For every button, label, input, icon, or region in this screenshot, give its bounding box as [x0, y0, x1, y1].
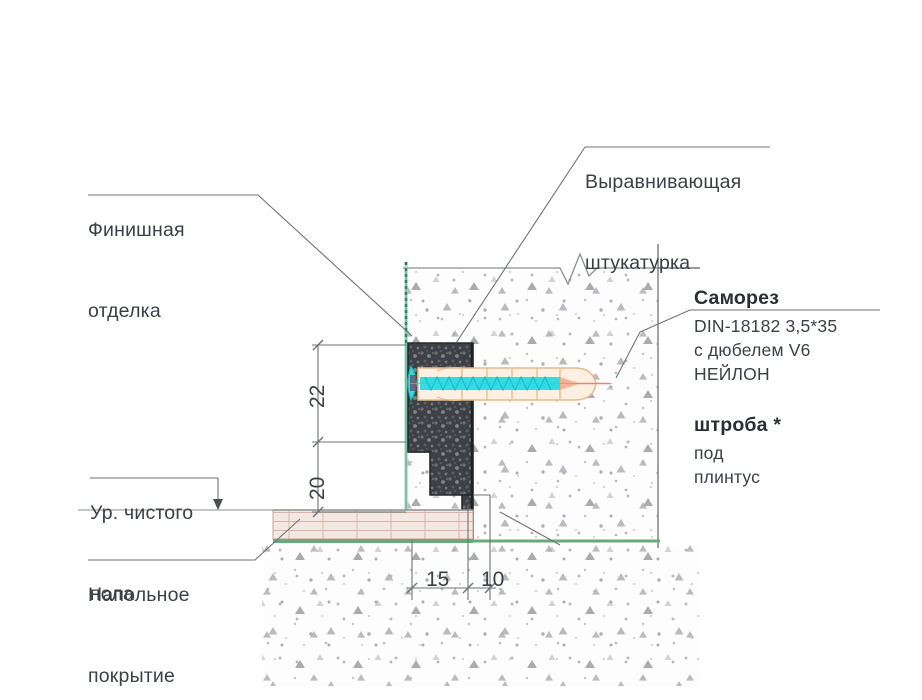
label-finish: Финишная отделка	[88, 163, 185, 378]
label-plaster-line2: штукатурка	[585, 251, 691, 274]
callout-screw-line1: DIN-18182 3,5*35	[694, 315, 838, 336]
label-finish-line2: отделка	[88, 299, 161, 322]
callout-groove: штроба * под плинтус	[694, 412, 781, 489]
plaster-layer	[404, 262, 408, 540]
screw-assembly	[407, 364, 612, 402]
callout-groove-heading: штроба *	[694, 414, 782, 436]
label-floor-level: Ур. чистого пола	[90, 446, 193, 661]
floor-covering	[272, 509, 474, 543]
dimension-vertical-upper: 22	[306, 384, 329, 408]
wall-boundary-line	[657, 244, 700, 548]
label-finish-line1: Финишная	[88, 218, 185, 241]
label-plaster-line1: Выравнивающая	[585, 170, 742, 193]
callout-screw-line2: с дюбелем V6	[694, 340, 811, 361]
callout-screw-line3: НЕЙЛОН	[694, 364, 770, 385]
dimension-horizontal-right: 10	[481, 568, 505, 591]
callout-screw: Саморез DIN-18182 3,5*35 с дюбелем V6 НЕ…	[694, 285, 837, 386]
label-floor-covering: Напольное покрытие	[88, 528, 190, 700]
callout-screw-heading: Саморез	[694, 287, 780, 309]
label-plaster: Выравнивающая штукатурка	[585, 115, 741, 330]
dimension-lines	[312, 339, 496, 600]
callout-groove-line1: под	[694, 442, 724, 463]
label-floor-level-line2: пола	[90, 582, 134, 605]
groove-outline	[473, 494, 491, 542]
leader-lines	[88, 146, 880, 561]
concrete-slab-hatch	[262, 545, 700, 686]
dimension-horizontal-left: 15	[426, 568, 450, 591]
dimension-vertical-lower: 20	[306, 476, 329, 500]
label-floor-covering-line1: Напольное	[88, 583, 190, 606]
label-floor-covering-line2: покрытие	[88, 664, 176, 687]
callout-groove-line2: плинтус	[694, 467, 761, 488]
label-floor-level-line1: Ур. чистого	[90, 501, 194, 524]
break-line	[403, 252, 700, 286]
